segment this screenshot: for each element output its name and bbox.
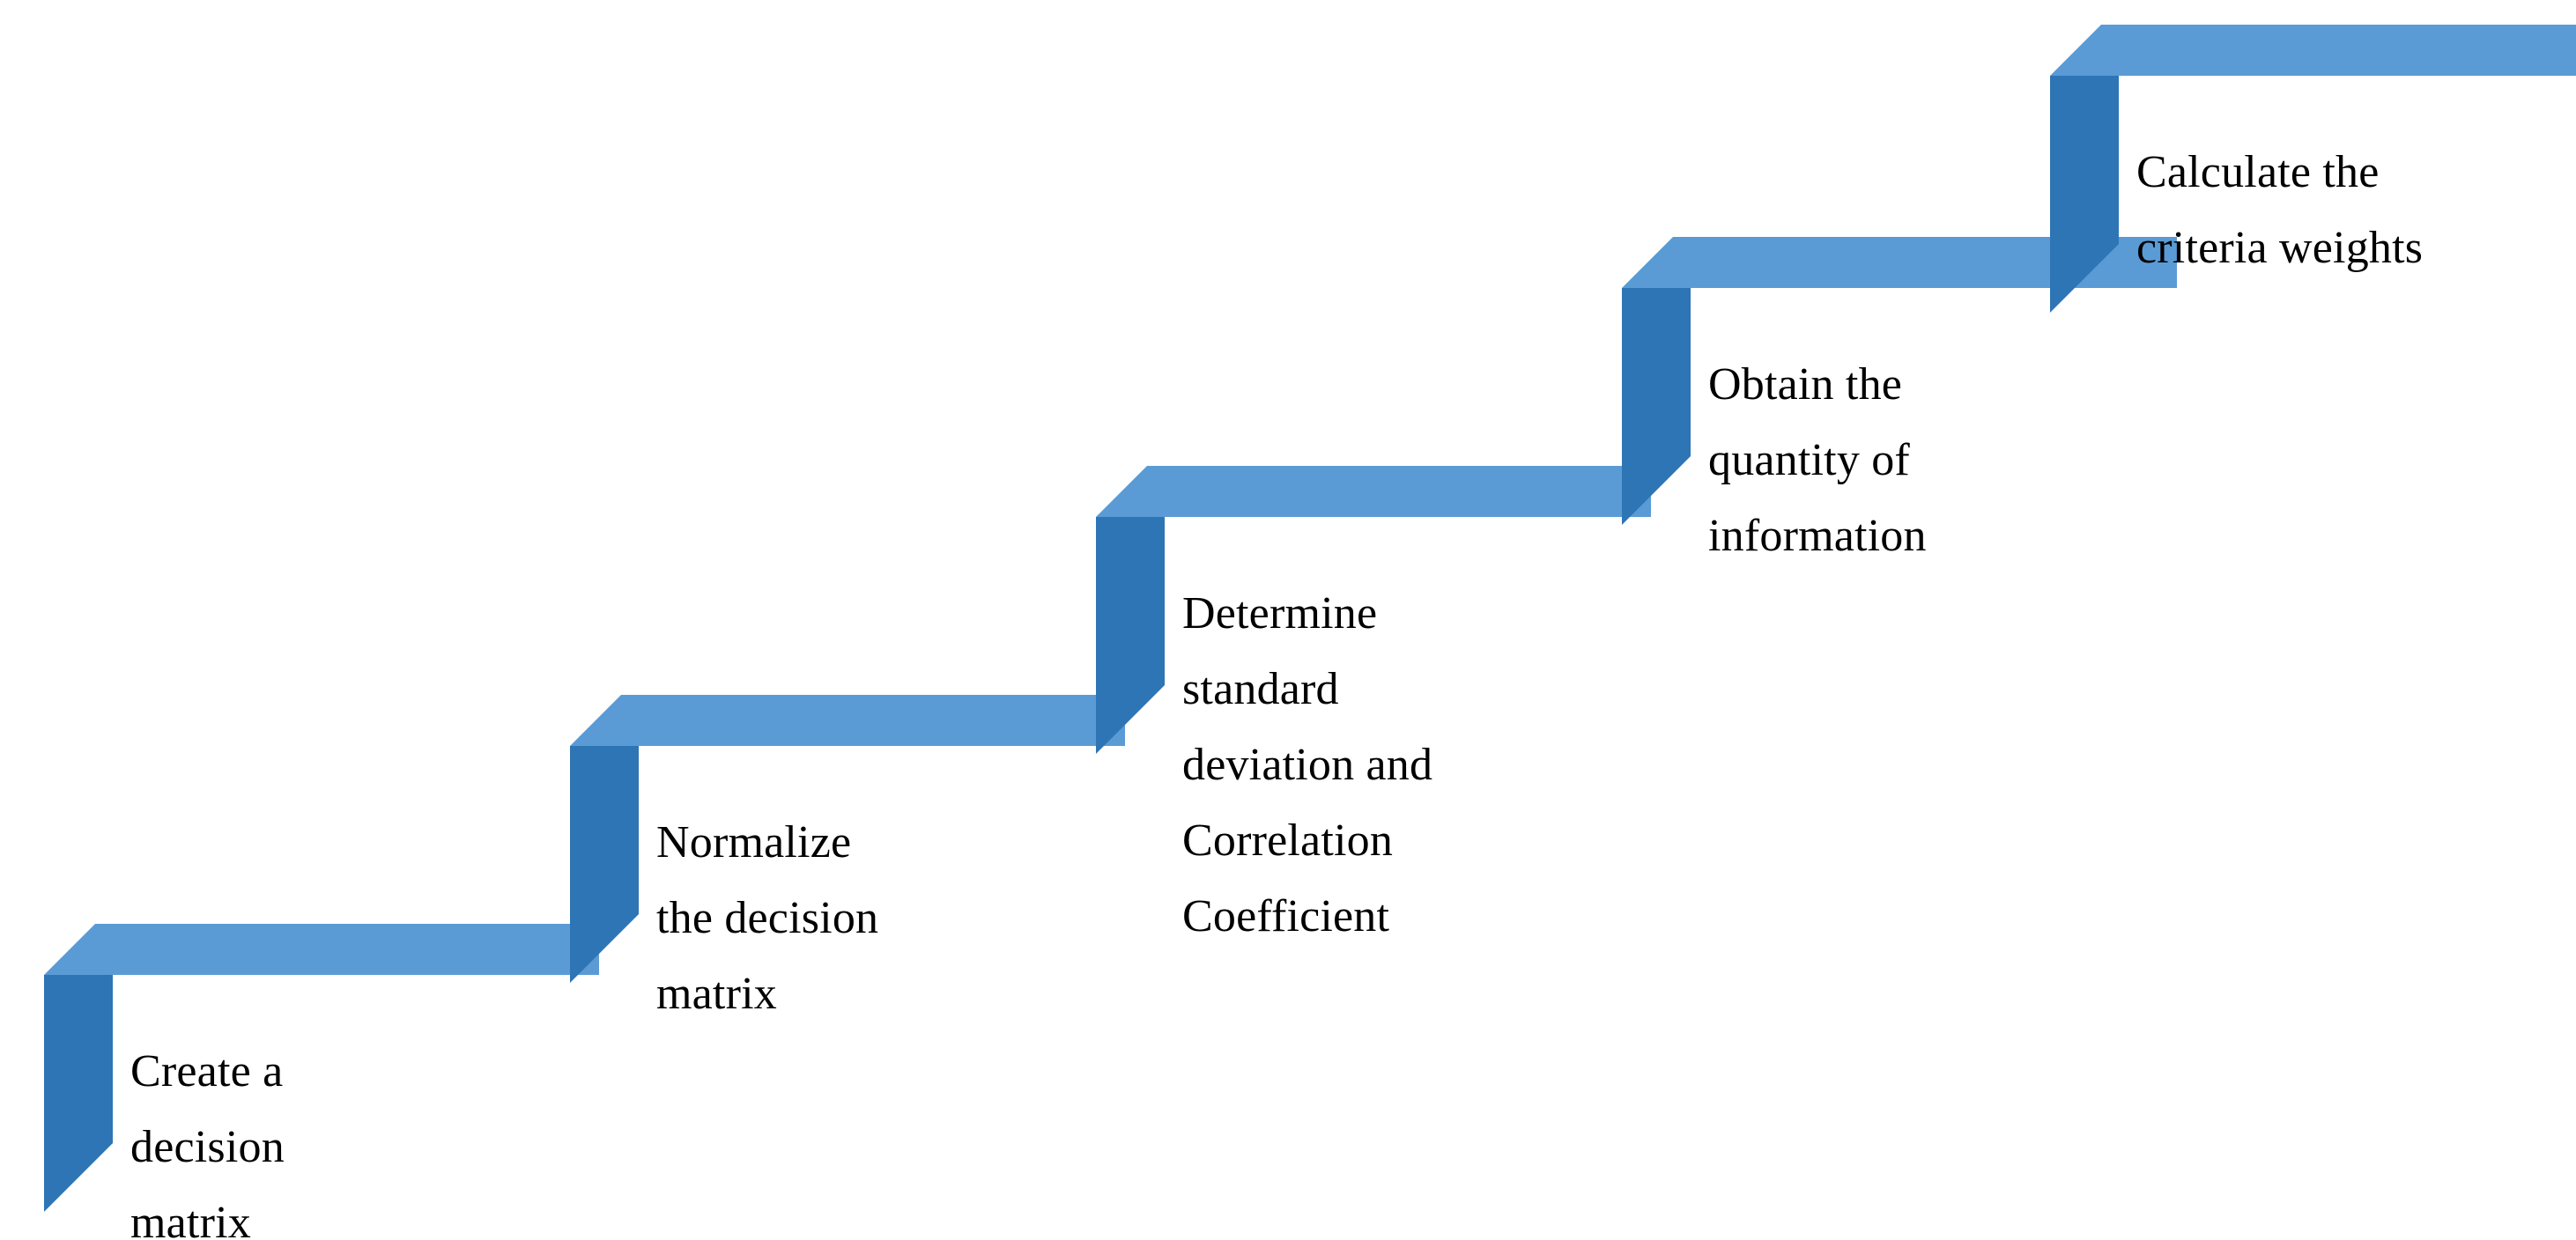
step-label-1: Create a decision matrix	[130, 1046, 285, 1240]
step-shape-4	[1622, 237, 2177, 525]
step-label-4: Obtain the quantity of information	[1708, 359, 1927, 561]
step-tread-5	[2050, 25, 2576, 76]
step-tread-3	[1096, 466, 1651, 517]
step-tread-4	[1622, 237, 2177, 288]
step-riser-4	[1622, 288, 1691, 525]
step-shape-3	[1096, 466, 1651, 754]
step-riser-1	[44, 975, 113, 1212]
step-riser-2	[570, 746, 639, 983]
step-riser-5	[2050, 76, 2119, 313]
step-label-5: Calculate the criteria weights	[2136, 147, 2424, 273]
step-shape-5	[2050, 25, 2576, 313]
step-riser-3	[1096, 517, 1165, 754]
step-shape-2	[570, 695, 1125, 983]
step-tread-1	[44, 924, 599, 975]
step-label-2: Normalize the decision matrix	[656, 817, 879, 1019]
step-label-3: Determine standard deviation and Correla…	[1182, 588, 1433, 941]
step-tread-2	[570, 695, 1125, 746]
step-shape-1	[44, 924, 599, 1212]
